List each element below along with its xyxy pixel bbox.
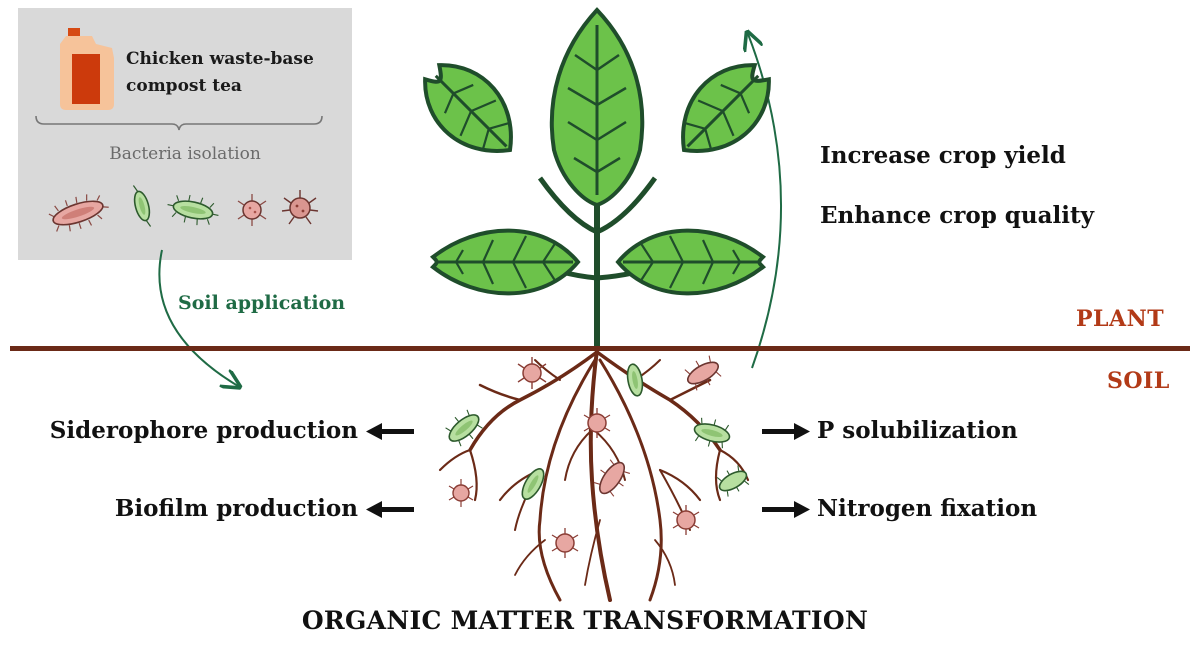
- bacteria-icon: [693, 417, 731, 449]
- plant-icon: [423, 7, 771, 350]
- bacteria-icon: [684, 355, 722, 391]
- root-system-icon: [438, 348, 750, 602]
- compost-bottle-icon: [60, 28, 114, 110]
- bacteria-icon: [237, 194, 267, 226]
- bacteria-isolation-label: Bacteria isolation: [109, 144, 261, 164]
- bacteria-icon: [716, 465, 750, 497]
- bacteria-icon: [448, 479, 474, 507]
- arrow-icon: [762, 423, 810, 440]
- organic-matter-label: ORGANIC MATTER TRANSFORMATION: [301, 606, 869, 635]
- bacteria-icon: [445, 409, 483, 447]
- bacteria-icon: [167, 194, 219, 226]
- bacteria-icon: [521, 468, 545, 500]
- arrow-icon: [366, 423, 414, 440]
- nitrogen-fixation-label: Nitrogen fixation: [817, 495, 1038, 522]
- arrow-icon: [762, 501, 810, 518]
- biofilm-label: Biofilm production: [114, 495, 358, 522]
- soil-application-label: Soil application: [178, 292, 346, 314]
- bacteria-icon: [672, 505, 700, 535]
- soil-application-arrow: [158, 249, 238, 386]
- bacteria-icon: [48, 194, 109, 232]
- grouping-bracket: [35, 115, 323, 131]
- plant-zone-label: PLANT: [1076, 306, 1165, 332]
- bacteria-icon: [132, 185, 152, 227]
- ground-line: [10, 346, 1190, 351]
- source-title-line2: compost tea: [126, 76, 242, 96]
- bacteria-icon: [626, 363, 644, 397]
- soil-zone-label: SOIL: [1107, 368, 1170, 394]
- benefit-arrow: [748, 34, 783, 369]
- soil-bacteria: [445, 355, 750, 558]
- siderophore-label: Siderophore production: [49, 417, 358, 444]
- bacteria-icon: [281, 190, 319, 225]
- source-title-line1: Chicken waste-base: [126, 49, 314, 69]
- bacteria-icon: [551, 528, 579, 558]
- source-title: Chicken waste-base compost tea: [126, 46, 346, 100]
- bacteria-icon: [517, 357, 547, 389]
- p-solubilization-label: P solubilization: [817, 417, 1018, 444]
- benefit-yield-label: Increase crop yield: [820, 142, 1066, 169]
- bacteria-icon: [583, 408, 611, 438]
- arrow-icon: [366, 501, 414, 518]
- bacteria-row: [48, 185, 319, 232]
- bacteria-icon: [593, 459, 631, 497]
- benefit-quality-label: Enhance crop quality: [820, 202, 1094, 229]
